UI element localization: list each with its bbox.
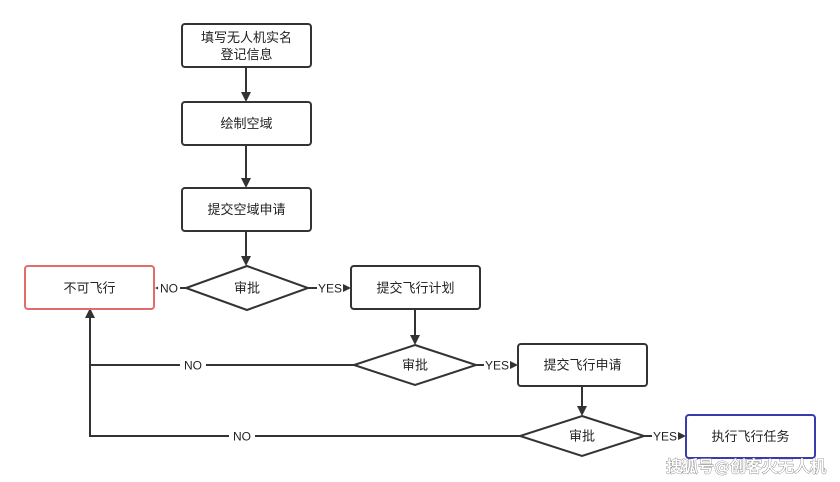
svg-text:YES: YES — [318, 282, 342, 296]
svg-text:审批: 审批 — [569, 430, 595, 445]
svg-text:执行飞行任务: 执行飞行任务 — [711, 429, 789, 445]
node-no-flight[interactable]: 不可飞行 — [24, 265, 155, 310]
node-review2[interactable]: 审批 — [350, 343, 480, 387]
edge-label-no3: NO — [229, 429, 255, 444]
node-submit-flight[interactable]: 提交飞行申请 — [517, 343, 648, 387]
svg-text:NO: NO — [160, 282, 178, 296]
svg-text:审批: 审批 — [402, 359, 428, 374]
node-draw-airspace[interactable]: 绘制空域 — [181, 101, 312, 146]
svg-text:登记信息: 登记信息 — [220, 47, 272, 63]
svg-text:YES: YES — [653, 430, 677, 444]
node-submit-plan[interactable]: 提交飞行计划 — [350, 265, 481, 310]
edge-label-no2: NO — [180, 358, 206, 373]
svg-text:提交空域申请: 提交空域申请 — [207, 202, 285, 218]
node-execute-task[interactable]: 执行飞行任务 — [685, 414, 816, 459]
svg-text:提交飞行申请: 提交飞行申请 — [543, 358, 621, 374]
edge-review3-no — [85, 308, 520, 437]
watermark-text: 搜狐号@创客火无人机 — [666, 457, 826, 476]
svg-text:YES: YES — [485, 359, 509, 373]
svg-text:NO: NO — [233, 430, 251, 444]
svg-text:绘制空域: 绘制空域 — [220, 117, 272, 132]
edge-label-yes3: YES — [652, 429, 678, 444]
svg-text:不可飞行: 不可飞行 — [63, 282, 115, 297]
node-review1[interactable]: 审批 — [183, 264, 311, 312]
node-fill-info[interactable]: 填写无人机实名 登记信息 — [181, 23, 312, 68]
svg-text:提交飞行计划: 提交飞行计划 — [376, 281, 454, 297]
svg-text:NO: NO — [184, 359, 202, 373]
svg-text:审批: 审批 — [234, 282, 260, 297]
edge-label-yes1: YES — [317, 281, 343, 296]
edge-label-no1: NO — [158, 281, 180, 296]
edge-label-yes2: YES — [484, 358, 510, 373]
svg-text:填写无人机实名: 填写无人机实名 — [201, 30, 292, 46]
node-submit-airspace[interactable]: 提交空域申请 — [181, 187, 312, 232]
node-review3[interactable]: 审批 — [516, 414, 648, 458]
